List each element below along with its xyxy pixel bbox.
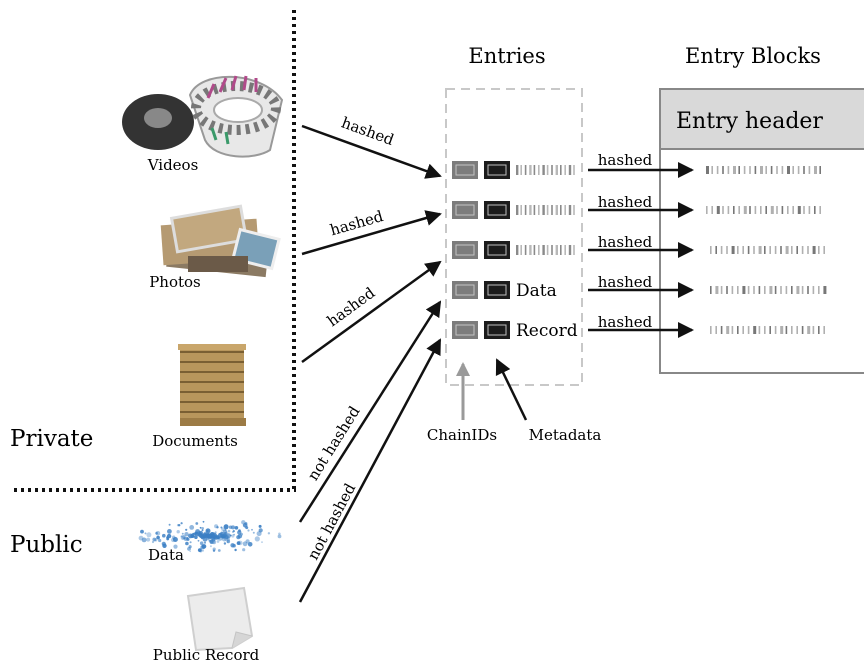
metadata-callout-arrow: [495, 358, 528, 421]
entry-row: Data: [452, 281, 557, 301]
documents-label: Documents: [152, 432, 238, 450]
arrow-documents: [301, 260, 442, 364]
label-hashed-photos: hashed: [328, 207, 386, 239]
entry-blocks-heading: Entry Blocks: [685, 44, 821, 68]
public-section-label: Public: [10, 532, 83, 558]
block-hash-barcode: [706, 166, 821, 174]
film-reel-icon: [122, 75, 284, 158]
entry-header-label: Entry header: [676, 109, 823, 134]
entry-row: [452, 241, 575, 259]
label-not-hashed-record: not hashed: [304, 480, 359, 563]
entry-row-label: Data: [516, 281, 557, 301]
entry-hash-barcode: [516, 205, 575, 215]
scatter-data-icon: [138, 520, 282, 553]
photos-label: Photos: [149, 273, 201, 291]
entry-header-bar: [659, 88, 864, 150]
entry-hash-barcode: [516, 165, 575, 175]
block-hash-barcode: [710, 286, 827, 294]
metadata-label: Metadata: [529, 426, 602, 444]
entry-hash-barcode: [516, 245, 575, 255]
label-hashed-block-4: hashed: [598, 273, 653, 291]
label-hashed-block-2: hashed: [598, 193, 653, 211]
block-hash-barcode: [706, 206, 821, 214]
document-stack-icon: [178, 344, 246, 426]
arrow-data: [298, 300, 442, 523]
photo-stack-icon: [160, 204, 281, 278]
entry-block-rows: [706, 166, 827, 334]
entry-to-block-arrows: [588, 162, 694, 338]
label-hashed-block-3: hashed: [598, 233, 653, 251]
label-not-hashed-data: not hashed: [304, 403, 364, 484]
entries-box: [445, 88, 583, 386]
block-hash-barcode: [710, 246, 825, 254]
data-label: Data: [148, 546, 184, 564]
paper-sheet-icon: [186, 586, 254, 652]
videos-label: Videos: [147, 156, 199, 174]
arrow-public-record: [298, 338, 442, 603]
private-section-label: Private: [10, 426, 93, 452]
block-hash-barcode: [710, 326, 825, 334]
label-hashed-block-1: hashed: [598, 151, 653, 169]
public-record-label: Public Record: [153, 646, 260, 664]
entries-heading: Entries: [468, 44, 545, 68]
arrow-photos: [301, 210, 442, 256]
entry-row-label: Record: [516, 321, 578, 341]
arrow-videos: [301, 124, 442, 179]
entry-row: [452, 161, 575, 179]
label-hashed-documents: hashed: [324, 283, 379, 330]
entry-row: [452, 201, 575, 219]
entry-row: Record: [452, 321, 578, 341]
label-hashed-block-5: hashed: [598, 313, 653, 331]
chainids-label: ChainIDs: [427, 426, 497, 444]
